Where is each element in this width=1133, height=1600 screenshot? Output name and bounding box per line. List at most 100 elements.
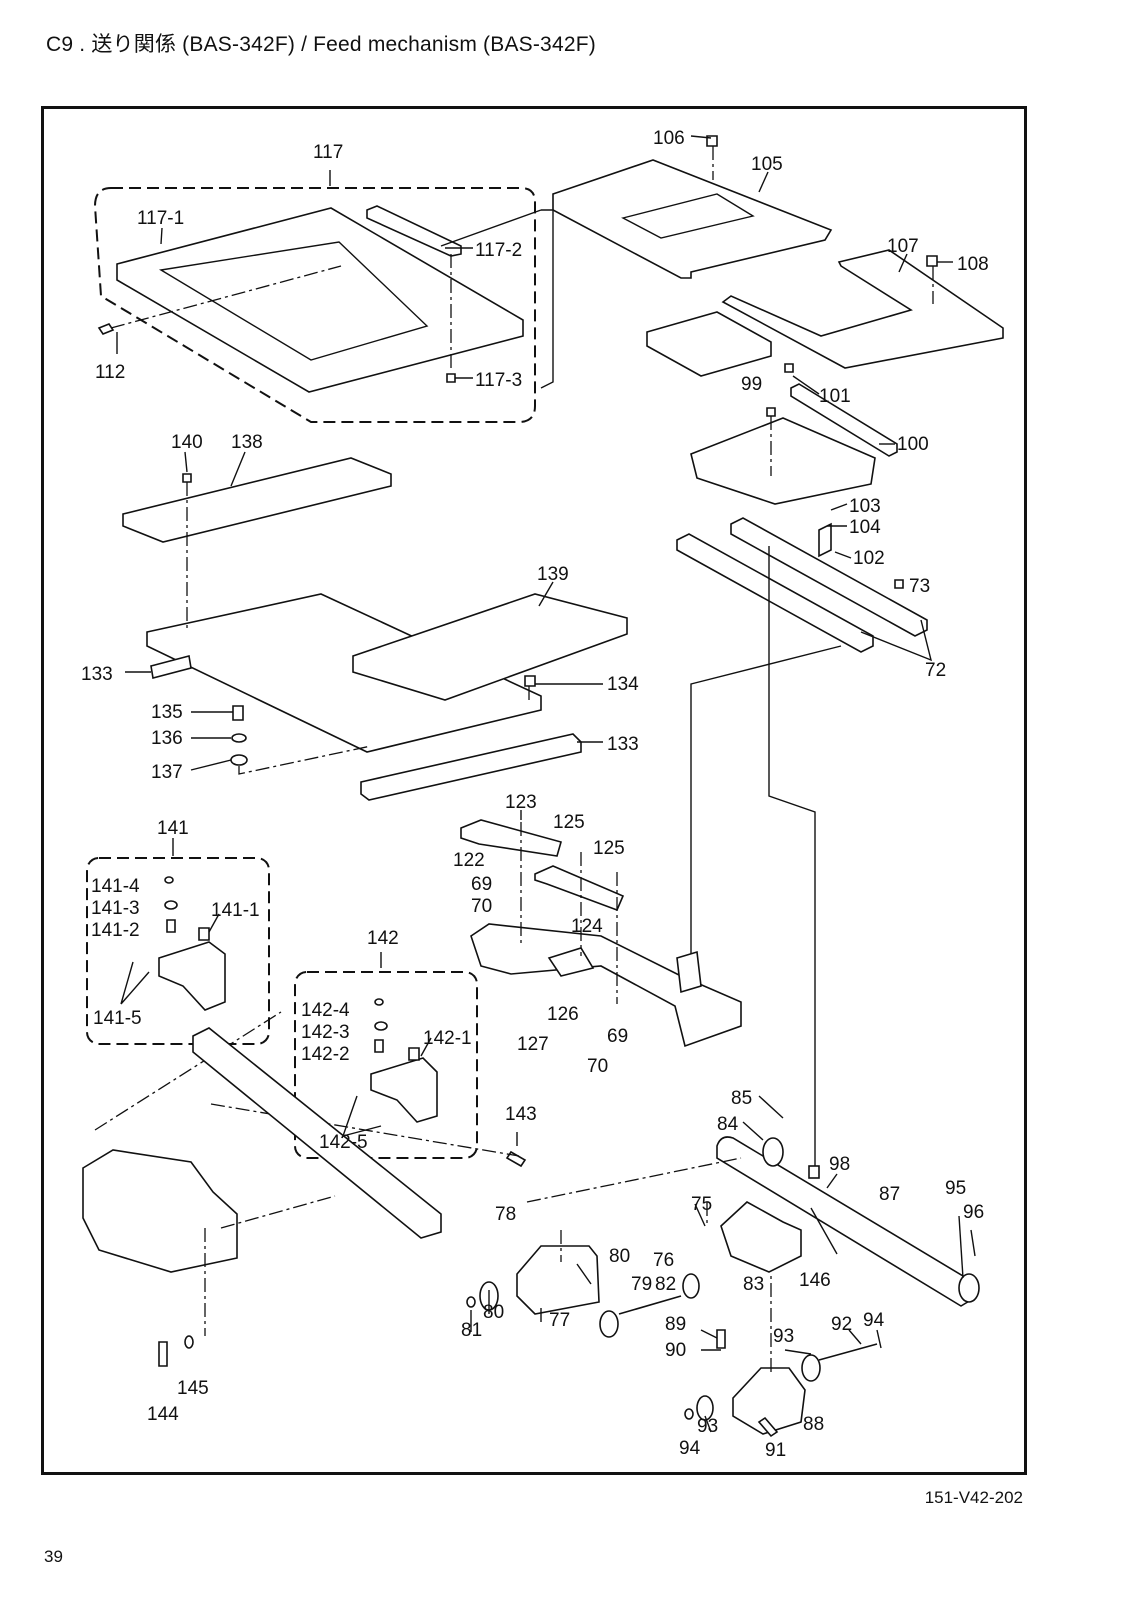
callout-73: 73 [909, 576, 930, 597]
screw-112 [97, 323, 115, 335]
callout-82: 82 [655, 1274, 676, 1295]
exploded-parts-diagram: 117 117-1 117-2 117-3 112 106 105 107 10… [81, 128, 1004, 1461]
callout-106: 106 [653, 128, 685, 149]
callout-136: 136 [151, 728, 183, 749]
washer-145 [184, 1335, 194, 1349]
callout-134: 134 [607, 674, 639, 695]
callout-69-top: 69 [471, 874, 492, 895]
cover-139 [352, 593, 628, 701]
rail-72a [730, 517, 928, 637]
callout-94-top: 94 [863, 1310, 885, 1331]
plate-124 [534, 865, 625, 912]
callout-137: 137 [151, 762, 183, 783]
callout-101: 101 [819, 386, 851, 407]
bearing-block-77 [516, 1245, 600, 1315]
callout-133-right: 133 [607, 734, 639, 755]
callout-142-2: 142-2 [301, 1044, 350, 1065]
callout-126: 126 [547, 1004, 579, 1025]
callout-144: 144 [147, 1404, 179, 1425]
callout-80-top: 80 [609, 1246, 630, 1267]
callout-142-1: 142-1 [423, 1028, 472, 1049]
callout-88: 88 [803, 1414, 824, 1435]
callout-77: 77 [549, 1310, 570, 1331]
callout-99: 99 [741, 374, 762, 395]
callout-87: 87 [879, 1184, 900, 1205]
plate-122 [460, 819, 562, 857]
screw-134 [524, 675, 536, 687]
callout-108: 108 [957, 254, 989, 275]
frame-casting [470, 923, 742, 1048]
callout-84: 84 [717, 1114, 739, 1135]
callout-141-5: 141-5 [93, 1008, 142, 1029]
callout-75: 75 [691, 1194, 712, 1215]
callout-94-bottom: 94 [679, 1438, 701, 1459]
table-plate-117-1 [116, 207, 524, 393]
bearing-block-88 [732, 1367, 806, 1435]
callout-117-3: 117-3 [475, 370, 522, 391]
screw-143 [505, 1150, 527, 1168]
callout-141: 141 [157, 818, 189, 839]
callout-141-3: 141-3 [91, 898, 140, 919]
document-code: 151-V42-202 [924, 1488, 1023, 1507]
callout-138: 138 [231, 432, 263, 453]
screw-108 [926, 255, 938, 267]
callout-140: 140 [171, 432, 203, 453]
callout-93-bottom: 93 [697, 1416, 718, 1437]
screw-144 [158, 1341, 168, 1367]
plate-105 [552, 159, 833, 279]
callout-100: 100 [897, 434, 929, 455]
pulley-84 [762, 1137, 784, 1167]
callout-90: 90 [665, 1340, 686, 1361]
callout-143: 143 [505, 1104, 537, 1125]
callout-125-b: 125 [593, 838, 625, 859]
callout-70-top: 70 [471, 896, 492, 917]
callout-117-2: 117-2 [475, 240, 522, 261]
callout-123: 123 [505, 792, 537, 813]
callout-141-4: 141-4 [91, 876, 140, 897]
callout-141-2: 141-2 [91, 920, 140, 941]
washer-136 [231, 733, 247, 743]
callout-72: 72 [925, 660, 946, 681]
leader-lines [116, 135, 976, 1433]
callout-104: 104 [849, 517, 881, 538]
plate-107 [721, 249, 1004, 369]
callout-139: 139 [537, 564, 569, 585]
screw-91 [757, 1416, 779, 1438]
callout-146: 146 [799, 1270, 831, 1291]
rail-assembly [192, 1027, 442, 1239]
feed-plate [690, 417, 876, 505]
callout-127: 127 [517, 1034, 549, 1055]
callout-124: 124 [571, 916, 603, 937]
callout-98: 98 [829, 1154, 850, 1175]
callout-labels: 117 117-1 117-2 117-3 112 106 105 107 10… [81, 128, 989, 1461]
callout-83: 83 [743, 1274, 764, 1295]
diagram-frame [41, 106, 1027, 1475]
page-title: C9 . 送り関係 (BAS-342F) / Feed mechanism (B… [46, 33, 596, 56]
callout-85: 85 [731, 1088, 752, 1109]
rail-133b [360, 733, 582, 801]
bar-100 [790, 383, 898, 457]
callout-80-bottom: 80 [483, 1302, 504, 1323]
rail-133a [150, 655, 192, 679]
screw-101 [784, 363, 794, 373]
group-outline-117 [93, 187, 536, 423]
bracket-142-1 [370, 1057, 438, 1123]
callout-142-4: 142-4 [301, 1000, 350, 1021]
screw-140 [182, 473, 192, 483]
callout-96: 96 [963, 1202, 984, 1223]
motor-bracket [720, 1201, 802, 1273]
screw-117-3 [446, 373, 456, 383]
callout-76: 76 [653, 1250, 674, 1271]
rail-post [676, 950, 702, 994]
rail-117-2 [366, 205, 462, 257]
callout-93-top: 93 [773, 1326, 794, 1347]
callout-95: 95 [945, 1178, 966, 1199]
callout-133-left: 133 [81, 664, 113, 685]
callout-117-1: 117-1 [137, 208, 184, 229]
bracket-126 [547, 947, 595, 977]
washer-137 [230, 754, 248, 766]
callout-81: 81 [461, 1320, 482, 1341]
callout-141-1: 141-1 [211, 900, 260, 921]
group-outline-142 [294, 971, 478, 1159]
collar-146 [808, 1165, 820, 1179]
